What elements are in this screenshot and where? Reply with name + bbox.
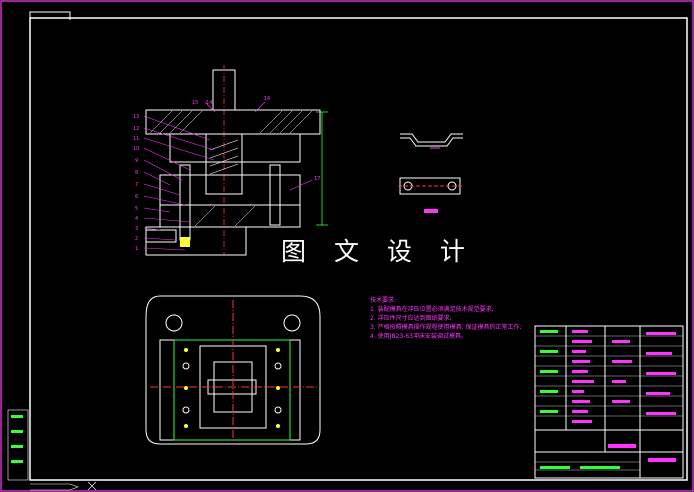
- part-label: 7: [135, 182, 138, 188]
- notes-item: 3. 严格按照模具操作规程使用模具, 保证模具的正常工作;: [370, 324, 522, 331]
- plan-view: [145, 295, 321, 445]
- notes-title: 技术要求:: [370, 297, 397, 304]
- part-label: 17: [314, 176, 320, 182]
- part-label: 13: [133, 114, 139, 120]
- watermark-text: 图 文 设 计: [281, 237, 475, 266]
- part-label: 1: [135, 246, 138, 252]
- part-label: 3: [135, 226, 138, 232]
- part-detail-view: [398, 133, 463, 213]
- notes-item: 1. 装配模具在冲压位置必须满足技术规范要求;: [370, 306, 494, 313]
- part-label: 10: [133, 146, 139, 152]
- part-label: 8: [135, 170, 138, 176]
- front-section-view: [143, 65, 328, 256]
- part-label: 5: [135, 206, 138, 212]
- left-legend: [7, 409, 97, 491]
- part-label: 12: [133, 126, 139, 132]
- sheet-inner-border: [29, 17, 688, 481]
- technical-requirements: 技术要求: 1. 装配模具在冲压位置必须满足技术规范要求; 2. 冲压件尺寸应达…: [370, 296, 521, 341]
- part-label: 4: [135, 216, 138, 222]
- notes-item: 2. 冲压件尺寸应达到图纸要求;: [370, 315, 452, 322]
- part-label: 2: [135, 236, 138, 242]
- part-label: 9: [135, 158, 138, 164]
- part-label: 16: [264, 96, 270, 102]
- part-label: 15: [192, 100, 198, 106]
- part-label: 6: [135, 194, 138, 200]
- sheet-tab: [29, 11, 71, 20]
- part-label: 14: [206, 100, 212, 106]
- part-number-labels: 13 12 11 10 9 8 7 6 5 4 3 2 1 15 14 16 1…: [133, 96, 320, 252]
- title-block: [534, 325, 684, 479]
- part-label: 11: [133, 136, 139, 142]
- notes-item: 4. 使用JB23-63冲床安装调试模具。: [370, 333, 467, 340]
